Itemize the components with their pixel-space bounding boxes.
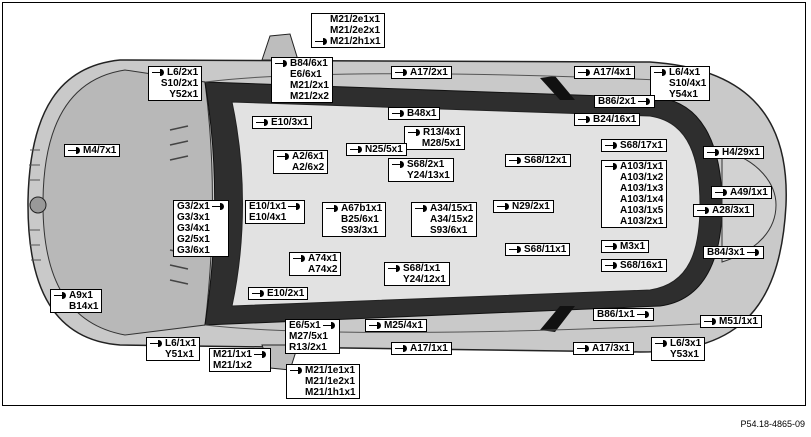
label-s68-2x1: S68/2x1 Y24/13x1: [388, 158, 454, 182]
connector-icon: [54, 290, 67, 301]
connector-icon: [290, 365, 303, 376]
connector-icon: [704, 316, 717, 327]
label-a17-1x1: A17/1x1: [391, 342, 452, 355]
connector-icon: [68, 145, 81, 156]
connector-icon: [746, 247, 760, 258]
diagram-frame: [2, 2, 806, 406]
connector-icon: [288, 201, 301, 212]
label-e10-3x1: E10/3x1: [252, 116, 313, 129]
connector-icon: [497, 201, 510, 212]
connector-icon: [605, 161, 618, 172]
label-a34-15x1: A34/15x1 A34/15x2 S93/6x1: [411, 202, 478, 237]
label-s68-11x1: S68/11x1: [505, 243, 571, 256]
label-m3x1: M3x1: [601, 240, 650, 253]
connector-icon: [637, 96, 651, 107]
label-s68-17x1: S68/17x1: [601, 139, 667, 152]
connector-icon: [605, 241, 618, 252]
label-s68-16x1: S68/16x1: [601, 259, 667, 272]
connector-icon: [392, 108, 405, 119]
connector-icon: [577, 343, 590, 354]
label-a2-6x1: A2/6x1 A2/6x2: [273, 150, 329, 174]
label-m21-1e1x1: M21/1e1x1 M21/1e2x1 M21/1h1x1: [286, 364, 360, 399]
connector-icon: [715, 187, 728, 198]
label-m21-2e1x1: M21/2e1x1 M21/2e2x1 M21/2h1x1: [311, 13, 385, 48]
connector-icon: [655, 338, 668, 349]
connector-icon: [322, 320, 336, 331]
label-b24-16x1: B24/16x1: [574, 113, 641, 126]
label-b48x1: B48x1: [388, 107, 441, 120]
connector-icon: [211, 201, 225, 212]
connector-icon: [275, 58, 288, 69]
label-a17-2x1: A17/2x1: [391, 66, 452, 79]
label-r13-4x1: R13/4x1 M28/5x1: [404, 126, 465, 150]
label-a17-3x1: A17/3x1: [573, 342, 634, 355]
connector-icon: [369, 320, 382, 331]
connector-icon: [253, 349, 267, 360]
connector-icon: [415, 203, 428, 214]
connector-icon: [636, 309, 650, 320]
label-a103-1x1: A103/1x1 A103/1x2 A103/1x3 A103/1x4 A103…: [601, 160, 668, 228]
label-n29-2x1: N29/2x1: [493, 200, 554, 213]
connector-icon: [152, 67, 165, 78]
connector-icon: [252, 288, 265, 299]
front-grille: [29, 149, 41, 261]
pillar-top: [540, 76, 575, 100]
label-a9x1: A9x1 B14x1: [50, 289, 103, 313]
label-l6-1x1: L6/1x1 Y51x1: [146, 337, 201, 361]
label-h4-29x1: H4/29x1: [703, 146, 764, 159]
connector-icon: [654, 67, 667, 78]
pillar-bottom: [540, 306, 575, 332]
label-b84-6x1: B84/6x1 E6/6x1 M21/2x1 M21/2x2: [271, 57, 333, 103]
label-m25-4x1: M25/4x1: [365, 319, 427, 332]
label-l6-3x1: L6/3x1 Y53x1: [651, 337, 706, 361]
label-b86-1x1: B86/1x1: [593, 308, 654, 321]
connector-icon: [256, 117, 269, 128]
connector-icon: [395, 67, 408, 78]
label-a28-3x1: A28/3x1: [693, 204, 754, 217]
label-a67b1x1: A67b1x1 B25/6x1 S93/3x1: [322, 202, 387, 237]
connector-icon: [605, 260, 618, 271]
label-e10-2x1: E10/2x1: [248, 287, 309, 300]
connector-icon: [707, 147, 720, 158]
label-e6-5x1: E6/5x1 M27/5x1 R13/2x1: [285, 319, 340, 354]
connector-icon: [326, 203, 339, 214]
connector-icon: [509, 244, 522, 255]
label-b84-3x1: B84/3x1: [703, 246, 764, 259]
connector-icon: [150, 338, 163, 349]
brand-emblem: [29, 196, 47, 214]
connector-icon: [605, 140, 618, 151]
connector-icon: [697, 205, 710, 216]
connector-icon: [350, 144, 363, 155]
label-s68-12x1: S68/12x1: [505, 154, 571, 167]
connector-icon: [315, 36, 328, 47]
label-b86-2x1: B86/2x1: [594, 95, 655, 108]
label-m4-7x1: M4/7x1: [64, 144, 121, 157]
label-a17-4x1: A17/4x1: [574, 66, 635, 79]
connector-icon: [392, 159, 405, 170]
label-m21-1x1: M21/1x1 M21/1x2: [209, 348, 271, 372]
connector-icon: [408, 127, 421, 138]
label-a49-1x1: A49/1x1: [711, 186, 772, 199]
figure-code: P54.18-4865-09: [740, 419, 805, 429]
label-n25-5x1: N25/5x1: [346, 143, 407, 156]
connector-icon: [388, 263, 401, 274]
connector-icon: [509, 155, 522, 166]
label-g3-2x1: G3/2x1 G3/3x1 G3/4x1 G2/5x1 G3/6x1: [173, 200, 229, 257]
label-e10-1x1: E10/1x1 E10/4x1: [245, 200, 306, 224]
connector-icon: [277, 151, 290, 162]
label-a74x1: A74x1 A74x2: [289, 252, 342, 276]
label-m51-1x1: M51/1x1: [700, 315, 762, 328]
connector-icon: [293, 253, 306, 264]
connector-icon: [578, 114, 591, 125]
label-l6-4x1: L6/4x1 S10/4x1 Y54x1: [650, 66, 711, 101]
connector-icon: [578, 67, 591, 78]
label-s68-1x1: S68/1x1 Y24/12x1: [384, 262, 450, 286]
connector-icon: [395, 343, 408, 354]
label-l6-2x1: L6/2x1 S10/2x1 Y52x1: [148, 66, 203, 101]
door-line-bottom: [204, 323, 701, 333]
